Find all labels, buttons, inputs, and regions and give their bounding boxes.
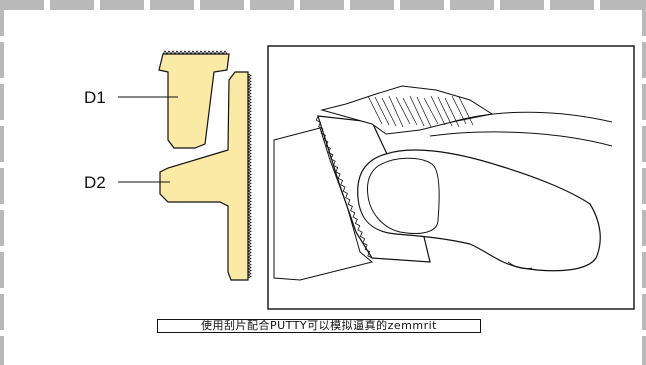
thumb-nail	[367, 157, 440, 234]
label-d1: D1	[84, 88, 106, 107]
caption: 使用刮片配合PUTTY可以模拟逼真的zemmrit	[157, 319, 481, 333]
putty-slab	[273, 127, 374, 281]
scraper-d2-teeth	[247, 73, 252, 279]
frame-border-right	[642, 0, 646, 365]
frame-border-left	[0, 0, 4, 365]
thumb	[357, 149, 601, 272]
held-scraper-teeth	[315, 115, 373, 259]
hand-hatching	[367, 95, 474, 128]
scraper-d1-teeth	[162, 50, 228, 55]
thumb-crease	[507, 261, 533, 270]
frame-border-top	[0, 0, 646, 10]
label-d2: D2	[84, 173, 106, 192]
hand-back	[320, 85, 494, 135]
forearm-outline	[429, 111, 613, 147]
scraper-d1	[158, 53, 230, 149]
